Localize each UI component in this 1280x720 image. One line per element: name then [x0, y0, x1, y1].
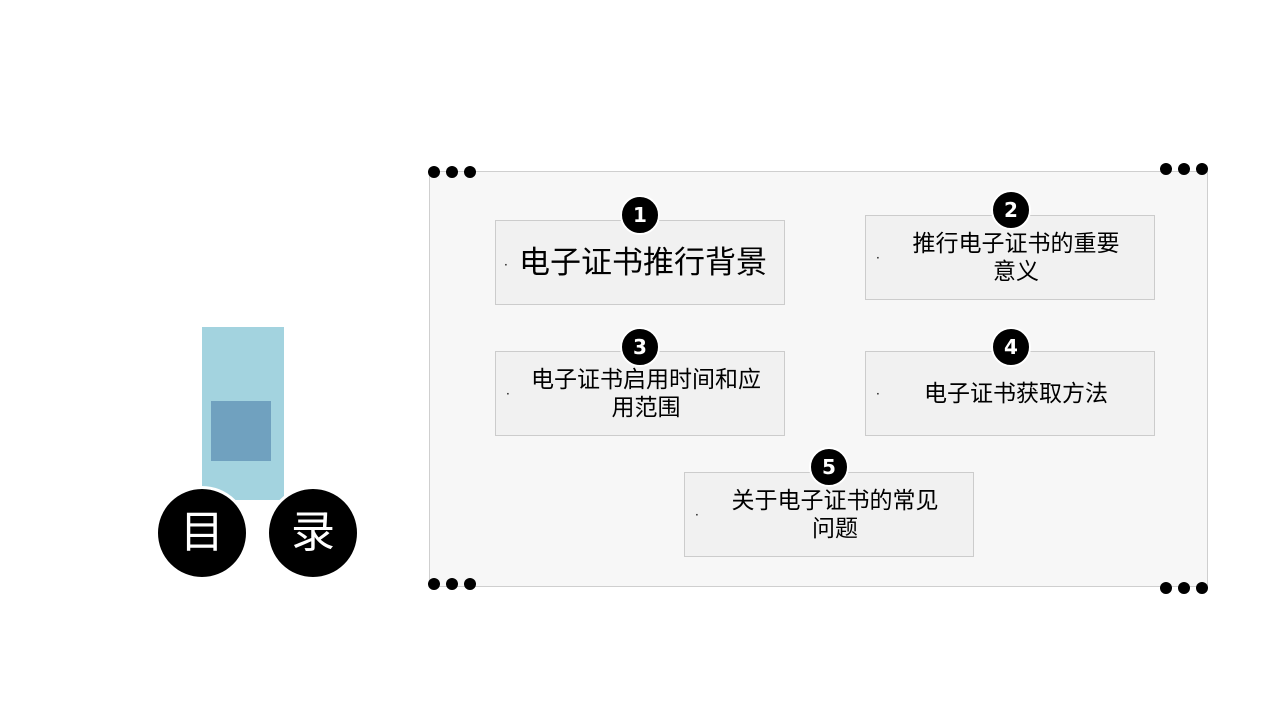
item-number-badge: 5: [809, 447, 849, 487]
corner-dots-top-left: [428, 166, 476, 178]
item-number-badge: 3: [620, 327, 660, 367]
title-char-2: 录: [266, 486, 360, 580]
title-char-1: 目: [155, 486, 249, 580]
toc-item-label: 推行电子证书的重要意义: [912, 230, 1120, 285]
item-number-badge: 4: [991, 327, 1031, 367]
bullet: ·: [506, 387, 510, 401]
bullet: ·: [504, 258, 508, 272]
corner-dots-top-right: [1160, 163, 1208, 175]
decorative-square: [211, 401, 271, 461]
item-number-badge: 1: [620, 195, 660, 235]
corner-dots-bottom-left: [428, 578, 476, 590]
toc-item-label: 电子证书获取方法: [924, 380, 1108, 407]
toc-item-label: 电子证书推行背景: [519, 244, 767, 281]
bullet: ·: [876, 251, 880, 265]
item-number-badge: 2: [991, 190, 1031, 230]
bullet: ·: [695, 508, 699, 522]
toc-item-label: 电子证书启用时间和应用范围: [531, 366, 761, 421]
toc-item-label: 关于电子证书的常见问题: [731, 487, 939, 542]
bullet: ·: [876, 387, 880, 401]
corner-dots-bottom-right: [1160, 582, 1208, 594]
